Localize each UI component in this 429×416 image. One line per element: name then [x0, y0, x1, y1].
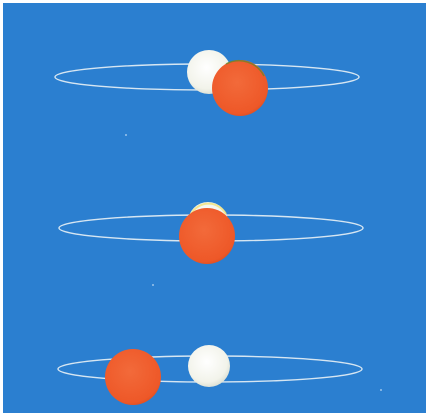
red-star	[105, 349, 161, 405]
background-speck	[380, 389, 382, 391]
red-star	[179, 208, 235, 264]
white-star	[188, 345, 230, 387]
background-speck	[152, 284, 154, 286]
red-star	[212, 60, 268, 116]
background-speck	[125, 134, 127, 136]
